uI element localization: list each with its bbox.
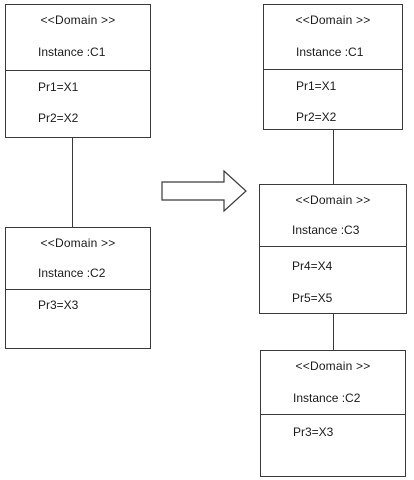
right-domain-box-c2: <<Domain >> Instance :C2 Pr3=X3 (260, 350, 406, 477)
left-domain-box-c1: <<Domain >> Instance :C1 Pr1=X1 Pr2=X2 (5, 4, 151, 138)
left-connector-line (72, 138, 73, 228)
right-domain-box-c3: <<Domain >> Instance :C3 Pr4=X4 Pr5=X5 (259, 184, 407, 314)
attribute-pr4: Pr4=X4 (292, 259, 333, 273)
attribute-pr3: Pr3=X3 (293, 425, 334, 439)
instance-label: Instance :C2 (293, 391, 361, 405)
right-domain-box-c1: <<Domain >> Instance :C1 Pr1=X1 Pr2=X2 (263, 4, 403, 130)
instance-label: Instance :C1 (38, 45, 106, 59)
class-header: <<Domain >> Instance :C1 (264, 5, 402, 70)
left-domain-box-c2: <<Domain >> Instance :C2 Pr3=X3 (5, 227, 151, 349)
stereotype-label: <<Domain >> (40, 13, 116, 27)
class-header: <<Domain >> Instance :C2 (261, 351, 405, 415)
stereotype-label: <<Domain >> (295, 359, 371, 373)
transform-arrow-icon (161, 169, 247, 213)
class-header: <<Domain >> Instance :C3 (260, 185, 406, 247)
attribute-pr2: Pr2=X2 (296, 110, 337, 124)
attribute-pr3: Pr3=X3 (38, 298, 79, 312)
attribute-pr5: Pr5=X5 (292, 291, 333, 305)
stereotype-label: <<Domain >> (295, 193, 371, 207)
attribute-pr1: Pr1=X1 (38, 80, 79, 94)
stereotype-label: <<Domain >> (40, 236, 116, 250)
attribute-pr2: Pr2=X2 (38, 111, 79, 125)
right-connector-line-upper (333, 130, 334, 185)
stereotype-label: <<Domain >> (295, 13, 371, 27)
attribute-pr1: Pr1=X1 (296, 79, 337, 93)
instance-label: Instance :C2 (38, 266, 106, 280)
instance-label: Instance :C1 (296, 45, 364, 59)
instance-label: Instance :C3 (292, 223, 360, 237)
right-connector-line-lower (333, 314, 334, 350)
class-header: <<Domain >> Instance :C1 (6, 5, 150, 71)
class-header: <<Domain >> Instance :C2 (6, 228, 150, 290)
